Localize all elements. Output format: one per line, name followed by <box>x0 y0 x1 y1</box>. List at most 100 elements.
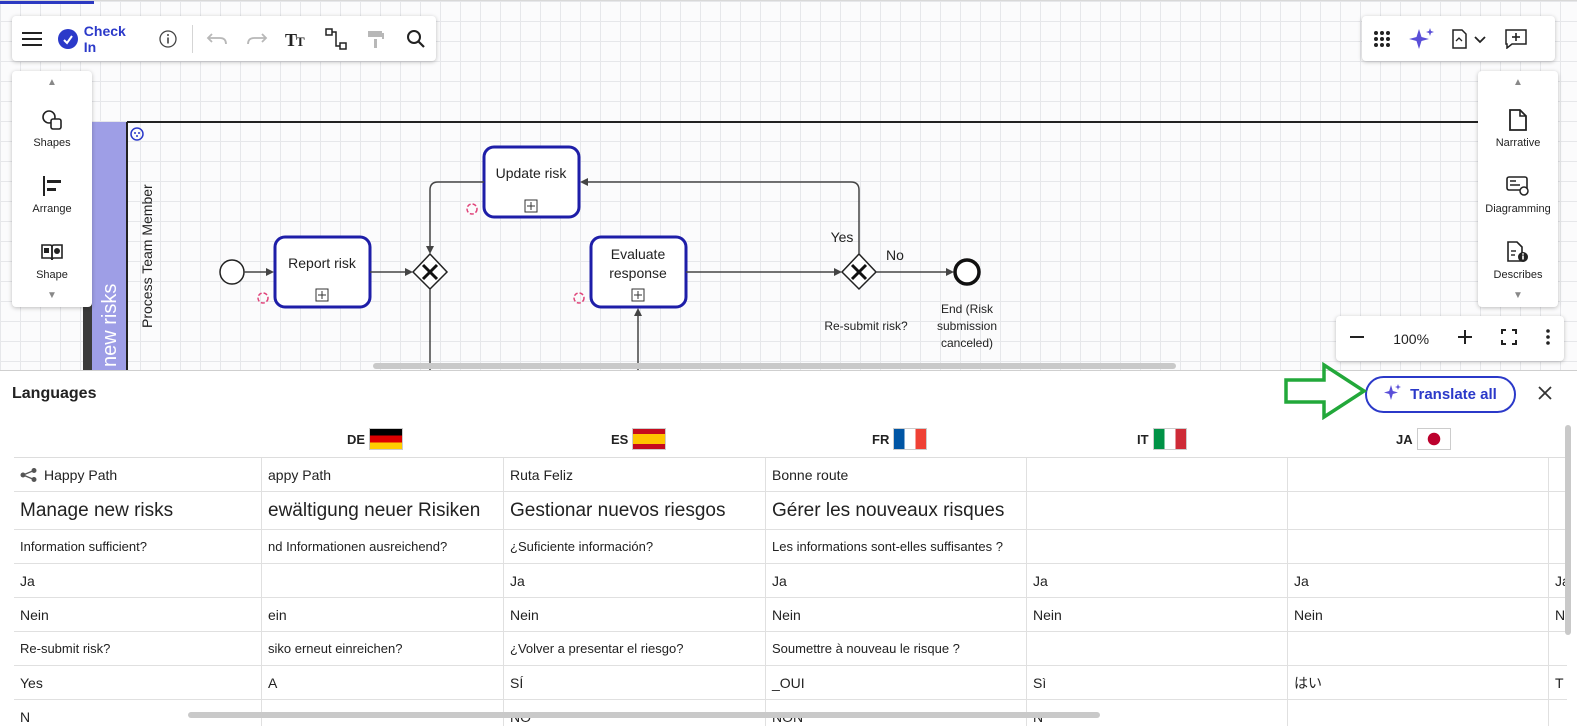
cell-text: ¿Volver a presentar el riesgo? <box>510 641 684 656</box>
translation-cell[interactable] <box>1287 458 1548 491</box>
source-text-cell[interactable]: Nein <box>14 598 261 631</box>
shape-label: Shape <box>36 269 68 281</box>
translation-cell[interactable]: Nein <box>1287 598 1548 631</box>
cell-text: _OUI <box>772 674 805 691</box>
translation-cell[interactable] <box>1026 632 1287 665</box>
scroll-up-icon[interactable]: ▲ <box>1513 77 1523 88</box>
translation-cell[interactable]: Gestionar nuevos riesgos <box>503 492 765 529</box>
translation-cell[interactable]: Ja <box>503 564 765 597</box>
info-icon[interactable] <box>148 16 188 61</box>
arrange-tool[interactable]: Arrange <box>12 173 92 215</box>
zoom-in-icon[interactable] <box>1457 330 1472 347</box>
cell-text: Soumettre à nouveau le risque ? <box>772 641 960 656</box>
translation-cell[interactable]: SÍ <box>503 666 765 699</box>
translation-cell[interactable]: siko erneut einreichen? <box>261 632 503 665</box>
translation-cell[interactable] <box>1287 530 1548 563</box>
narrative-tool[interactable]: Narrative <box>1478 107 1558 149</box>
translation-cell[interactable]: Sì <box>1026 666 1287 699</box>
lang-header-es: ES <box>611 427 667 451</box>
translation-cell[interactable] <box>261 564 503 597</box>
translation-cell[interactable]: Ja <box>765 564 1026 597</box>
format-painter-icon[interactable] <box>356 16 396 61</box>
translation-cell[interactable] <box>1548 700 1567 726</box>
translation-cell[interactable] <box>1287 632 1548 665</box>
translation-cell[interactable]: ein <box>261 598 503 631</box>
redo-icon[interactable] <box>237 16 277 61</box>
source-text-cell[interactable]: Yes <box>14 666 261 699</box>
canvas-horizontal-scrollbar[interactable] <box>373 363 1176 369</box>
translation-cell[interactable]: Ja <box>1548 564 1567 597</box>
check-in-button[interactable]: Check In <box>52 16 148 61</box>
translation-cell[interactable] <box>1287 700 1548 726</box>
translate-all-button[interactable]: Translate all <box>1365 376 1516 413</box>
connector-icon[interactable] <box>316 16 356 61</box>
translation-cell[interactable] <box>1548 632 1567 665</box>
translation-cell[interactable]: Bonne route <box>765 458 1026 491</box>
source-text-cell[interactable]: N <box>14 700 261 726</box>
table-vertical-scrollbar[interactable] <box>1565 425 1571 635</box>
shapes-tool[interactable]: Shapes <box>12 107 92 149</box>
scroll-down-icon[interactable]: ▼ <box>47 290 57 301</box>
hamburger-menu-icon[interactable] <box>12 16 52 61</box>
pool-header <box>92 122 127 370</box>
undo-icon[interactable] <box>197 16 237 61</box>
more-options-icon[interactable] <box>1545 329 1550 348</box>
shape-library-tool[interactable]: Shape <box>12 239 92 281</box>
source-text-cell[interactable]: Re-submit risk? <box>14 632 261 665</box>
translation-cell[interactable]: T <box>1548 666 1567 699</box>
describes-tool[interactable]: Describes <box>1478 239 1558 281</box>
translation-cell[interactable]: Ruta Feliz <box>503 458 765 491</box>
translation-cell[interactable]: Nein <box>765 598 1026 631</box>
translation-cell[interactable] <box>1026 492 1287 529</box>
translation-cell[interactable]: Ja <box>1287 564 1548 597</box>
export-document-icon[interactable] <box>1442 16 1496 61</box>
translation-cell[interactable] <box>1548 458 1567 491</box>
translation-cell[interactable]: nd Informationen ausreichend? <box>261 530 503 563</box>
describes-label: Describes <box>1493 269 1543 281</box>
narrative-label: Narrative <box>1495 137 1541 149</box>
translation-cell[interactable]: はい <box>1287 666 1548 699</box>
table-row: JaJaJaJaJaJa <box>14 564 1567 598</box>
translation-cell[interactable]: appy Path <box>261 458 503 491</box>
zoom-level[interactable]: 100% <box>1393 330 1430 347</box>
translation-cell[interactable] <box>1287 492 1548 529</box>
translation-cell[interactable] <box>1548 492 1567 529</box>
translation-cell[interactable]: _OUI <box>765 666 1026 699</box>
translation-cell[interactable]: Les informations sont-elles suffisantes … <box>765 530 1026 563</box>
diagramming-tool[interactable]: Diagramming <box>1478 173 1558 215</box>
translation-cell[interactable]: ewältigung neuer Risiken <box>261 492 503 529</box>
source-text-cell[interactable]: Ja <box>14 564 261 597</box>
cell-text: ¿Suficiente información? <box>510 539 654 554</box>
translation-cell[interactable] <box>1548 530 1567 563</box>
translation-cell[interactable]: ¿Suficiente información? <box>503 530 765 563</box>
scroll-up-icon[interactable]: ▲ <box>47 77 57 88</box>
table-horizontal-scrollbar[interactable] <box>188 712 1100 718</box>
translation-cell[interactable]: N <box>1548 598 1567 631</box>
translation-cell[interactable]: A <box>261 666 503 699</box>
source-text-cell[interactable]: Information sufficient? <box>14 530 261 563</box>
zoom-out-icon[interactable] <box>1350 330 1365 347</box>
fit-screen-icon[interactable] <box>1500 329 1517 348</box>
translation-cell[interactable] <box>1026 530 1287 563</box>
translation-cell[interactable]: Ja <box>1026 564 1287 597</box>
diagram-canvas[interactable]: new risks Process Team Member Report ris… <box>0 0 1577 370</box>
translation-cell[interactable]: Nein <box>503 598 765 631</box>
apps-grid-icon[interactable] <box>1362 16 1402 61</box>
table-row: Information sufficient? nd Informationen … <box>14 530 1567 564</box>
search-icon[interactable] <box>396 16 436 61</box>
translation-cell[interactable]: ¿Volver a presentar el riesgo? <box>503 632 765 665</box>
zoom-controls: 100% <box>1336 316 1564 361</box>
source-text-cell[interactable]: Manage new risks <box>14 492 261 529</box>
scroll-down-icon[interactable]: ▼ <box>1513 290 1523 301</box>
add-comment-icon[interactable] <box>1496 16 1536 61</box>
translation-cell[interactable]: Soumettre à nouveau le risque ? <box>765 632 1026 665</box>
lang-header-de: DE <box>347 427 404 451</box>
close-panel-icon[interactable] <box>1534 382 1556 404</box>
translation-cell[interactable] <box>1026 458 1287 491</box>
cell-text: Information sufficient? <box>20 539 147 554</box>
source-text-cell[interactable]: Happy Path <box>14 458 261 491</box>
ai-sparkle-icon[interactable] <box>1402 16 1442 61</box>
translation-cell[interactable]: Nein <box>1026 598 1287 631</box>
translation-cell[interactable]: Gérer les nouveaux risques <box>765 492 1026 529</box>
